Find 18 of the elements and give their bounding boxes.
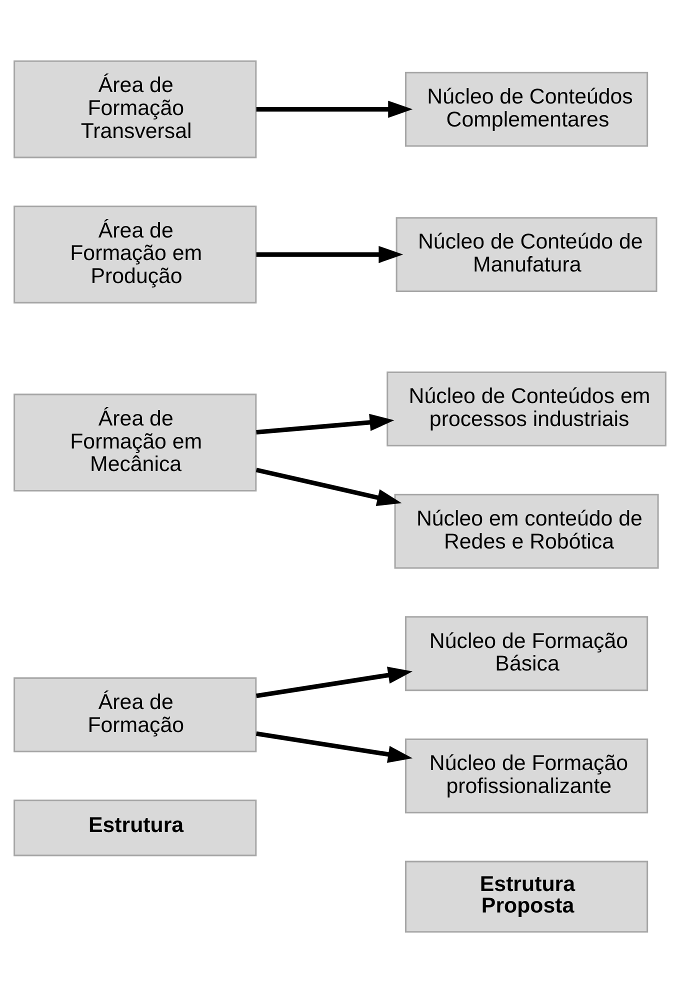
arrow [256,730,413,762]
node-box: Área de Formação em Mecânica [14,393,257,492]
node-box: Estrutura [14,799,257,856]
node-box: Núcleo de Formação Básica [404,616,648,691]
arrow [256,666,413,698]
node-box: Núcleo de Conteúdos Complementares [404,71,648,146]
node-box: Núcleo de Conteúdos em processos industriais [386,371,666,446]
node-box: Núcleo de Formação profissionalizante [404,738,648,813]
node-box: Área de Formação Transversal [14,60,257,158]
arrow [256,245,404,263]
node-box: Núcleo de Conteúdo de Manufatura [396,216,658,292]
arrow [256,467,402,506]
node-box: Área de Formação em Produção [14,205,257,303]
arrow [256,413,394,434]
node-box: Área de Formação [14,676,257,752]
arrow [256,100,413,118]
node-box: Estrutura Proposta [404,860,648,932]
node-box: Núcleo em conteúdo de Redes e Robótica [394,493,659,568]
